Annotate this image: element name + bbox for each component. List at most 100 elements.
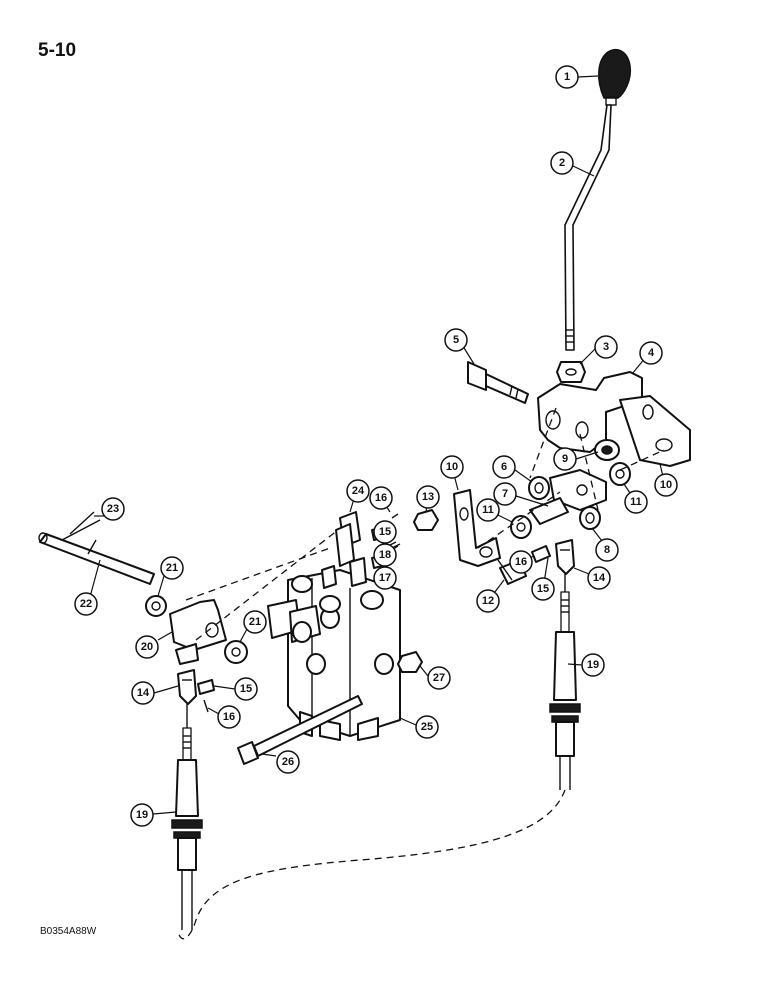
clevis-14-right — [555, 539, 575, 592]
callout-14-right: 14 — [587, 566, 611, 590]
nut-3 — [556, 361, 586, 383]
callout-17: 17 — [373, 566, 397, 590]
alignment-lines — [185, 407, 665, 641]
callout-18: 18 — [373, 543, 397, 567]
bolt-5 — [467, 361, 529, 404]
washer-8 — [579, 506, 601, 530]
callout-11-right: 11 — [624, 490, 648, 514]
callout-5: 5 — [444, 328, 468, 352]
svg-text:11: 11 — [630, 496, 642, 508]
callout-19-right: 19 — [581, 653, 605, 677]
clevis-14-left — [177, 669, 215, 728]
callout-27: 27 — [427, 666, 451, 690]
svg-text:15: 15 — [379, 526, 391, 538]
svg-text:15: 15 — [240, 683, 252, 695]
bolt-26 — [237, 695, 363, 765]
callout-22: 22 — [74, 592, 98, 616]
lever-rod — [564, 104, 612, 351]
svg-text:3: 3 — [603, 341, 609, 353]
svg-text:14: 14 — [137, 687, 150, 699]
svg-text:18: 18 — [379, 549, 391, 561]
bushing-21-upper — [145, 595, 167, 617]
nut-13 — [413, 509, 439, 531]
callout-20: 20 — [135, 635, 159, 659]
bracket-10-left — [453, 489, 501, 567]
callout-15-right: 15 — [531, 577, 555, 601]
callout-19-left: 19 — [130, 803, 154, 827]
svg-text:22: 22 — [80, 598, 92, 610]
callout-16-right: 16 — [509, 550, 533, 574]
svg-text:2: 2 — [559, 157, 565, 169]
cable-19-left — [171, 727, 203, 930]
svg-text:15: 15 — [537, 583, 549, 595]
cable-19-right — [549, 591, 581, 790]
page-number: 5-10 — [38, 40, 77, 61]
callout-11-left: 11 — [476, 498, 500, 522]
svg-text:16: 16 — [515, 556, 527, 568]
shaft-22 — [38, 511, 155, 585]
callout-14-left: 14 — [131, 681, 155, 705]
callout-16-upper: 16 — [369, 486, 393, 510]
svg-text:10: 10 — [660, 479, 672, 491]
svg-text:11: 11 — [482, 504, 494, 516]
svg-text:14: 14 — [593, 572, 606, 584]
svg-text:17: 17 — [379, 572, 391, 584]
callout-26: 26 — [276, 750, 300, 774]
lever-bracket-4 — [537, 371, 691, 467]
callout-21-lower: 21 — [243, 610, 267, 634]
cable-route — [177, 789, 566, 940]
svg-text:10: 10 — [446, 461, 458, 473]
svg-text:5: 5 — [453, 334, 459, 346]
callout-9: 9 — [553, 447, 577, 471]
svg-text:16: 16 — [223, 711, 235, 723]
figure-code: B0354A88W — [40, 926, 97, 937]
control-lever — [564, 48, 632, 351]
callout-21-upper: 21 — [160, 556, 184, 580]
lever-arm-20 — [169, 599, 227, 665]
svg-text:4: 4 — [648, 347, 655, 359]
callout-3: 3 — [594, 335, 618, 359]
svg-text:26: 26 — [282, 756, 294, 768]
bushing-11-right — [609, 462, 631, 486]
callout-13: 13 — [416, 485, 440, 509]
svg-text:1: 1 — [564, 71, 570, 83]
callout-10-right: 10 — [654, 473, 678, 497]
pivot-block-7 — [529, 469, 607, 525]
lever-knob — [598, 48, 632, 99]
nut-27 — [397, 651, 423, 673]
svg-text:27: 27 — [433, 672, 445, 684]
callout-15-left: 15 — [234, 677, 258, 701]
callout-8: 8 — [595, 538, 619, 562]
callout-23: 23 — [101, 497, 125, 521]
callout-1: 1 — [555, 65, 579, 89]
callout-4: 4 — [639, 341, 663, 365]
svg-text:13: 13 — [422, 491, 434, 503]
callout-12: 12 — [476, 589, 500, 613]
svg-text:7: 7 — [502, 488, 508, 500]
callout-7: 7 — [493, 482, 517, 506]
callout-24: 24 — [346, 479, 370, 503]
bushing-11-left — [510, 515, 532, 539]
svg-text:25: 25 — [421, 721, 433, 733]
bushing-9 — [594, 439, 620, 461]
svg-text:12: 12 — [482, 595, 494, 607]
callout-25: 25 — [415, 715, 439, 739]
bushing-21-lower — [224, 640, 248, 664]
svg-text:8: 8 — [604, 544, 610, 556]
control-valve-25 — [267, 569, 401, 741]
linkage-24 — [321, 511, 367, 589]
callout-15-upper: 15 — [373, 520, 397, 544]
svg-text:19: 19 — [136, 809, 148, 821]
svg-text:9: 9 — [562, 453, 568, 465]
washer-6 — [528, 476, 550, 500]
svg-text:19: 19 — [587, 659, 599, 671]
pin-16-right — [531, 545, 551, 563]
callout-2: 2 — [550, 151, 574, 175]
svg-text:21: 21 — [166, 562, 178, 574]
callout-6: 6 — [492, 455, 516, 479]
svg-text:23: 23 — [107, 503, 119, 515]
callout-16-left: 16 — [217, 705, 241, 729]
callout-10-left: 10 — [440, 455, 464, 479]
svg-text:24: 24 — [352, 485, 365, 497]
